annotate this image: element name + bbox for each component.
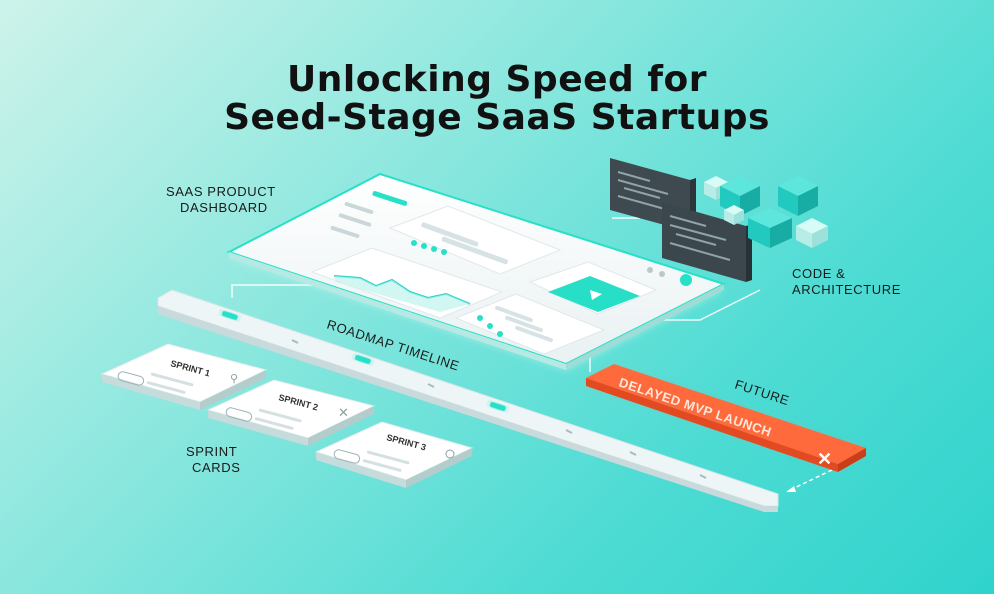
architecture-cubes [704, 176, 828, 248]
dashboard-caption-line-1: SAAS PRODUCT [166, 184, 276, 199]
future-label: FUTURE [733, 377, 791, 409]
sprint-3-toggle [333, 449, 361, 464]
headline-line-1: Unlocking Speed for [287, 59, 707, 100]
cube-light-1 [704, 176, 728, 200]
arrow-head [786, 486, 796, 492]
roadmap-timeline-bar [157, 289, 779, 512]
cube-teal-2 [778, 176, 818, 216]
sprint-cards-caption-line-1: SPRINT [186, 444, 238, 459]
avatar-icon [680, 274, 692, 286]
play-icon [590, 290, 602, 300]
cube-light-3 [724, 205, 744, 225]
dashboard-caption-line-2: DASHBOARD [180, 200, 268, 215]
sprint-1-toggle [117, 371, 145, 386]
code-caption: CODE & ARCHITECTURE [792, 266, 901, 298]
code-panel-front [662, 202, 752, 282]
dashboard-chart-card [310, 247, 504, 319]
code-caption-line-2: ARCHITECTURE [792, 282, 902, 297]
banner-close-icon: ✕ [817, 449, 832, 469]
code-caption-line-1: CODE & [792, 266, 846, 281]
sprint-card-1: SPRINT 1 ⚲ [100, 343, 268, 410]
cube-teal-3 [748, 208, 792, 248]
dashboard-sidebar [330, 191, 408, 239]
timeline-marker-2 [354, 355, 371, 364]
cube-light-2 [796, 218, 828, 248]
sprint-card-2: SPRINT 2 ✕ [206, 379, 376, 446]
sprint-cards-caption: SPRINT CARDS [186, 444, 241, 476]
headline-line-2: Seed-Stage SaaS Startups [224, 97, 770, 138]
dashboard-panel [226, 172, 727, 370]
sprint-3-status-icon [445, 449, 455, 459]
timeline-marker-3 [489, 402, 506, 411]
dashboard-top-card [388, 205, 562, 275]
settings-icon [659, 271, 665, 277]
sprint-2-close-icon: ✕ [338, 405, 349, 420]
dashboard-video-card [528, 261, 658, 315]
dashboard-list-card [454, 293, 606, 355]
dashed-arrow [789, 469, 833, 491]
sprint-card-3: SPRINT 3 [314, 421, 474, 488]
sprint-cards-caption-line-2: CARDS [192, 460, 241, 475]
timeline-marker-1 [221, 311, 238, 320]
sprint-1-status-icon: ⚲ [230, 373, 238, 385]
sprint-2-toggle [225, 407, 253, 422]
notification-icon [647, 267, 653, 273]
dashboard-caption: SAAS PRODUCT DASHBOARD [166, 184, 276, 216]
